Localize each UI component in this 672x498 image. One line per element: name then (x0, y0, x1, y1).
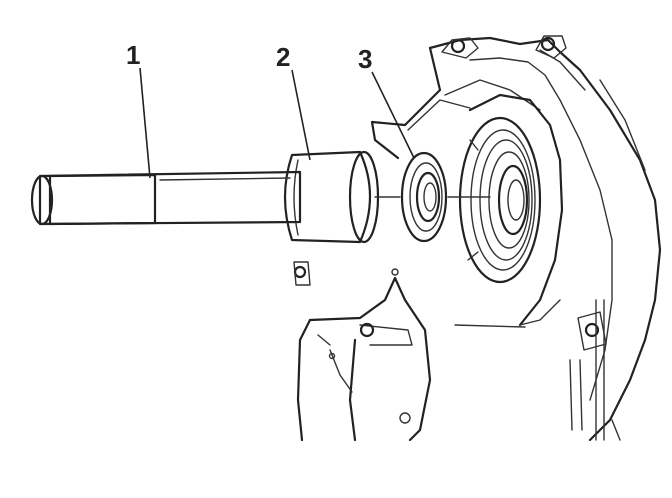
bolt-boss-lower-small (293, 265, 307, 279)
leader-line-2 (291, 69, 311, 161)
engine-block-lower (293, 261, 432, 442)
bolt-boss-top-left (450, 38, 466, 54)
leader-line-1 (139, 67, 151, 179)
bolt-boss-top-right (540, 36, 556, 52)
callout-1: 1 (126, 40, 140, 70)
leader-line-3 (371, 71, 415, 159)
cover-seal-bore (458, 116, 542, 284)
callout-3: 3 (358, 44, 372, 74)
seal-installer-handle (30, 170, 302, 226)
bolt-boss-lower-left (359, 322, 375, 338)
bolt-boss-right (584, 322, 600, 338)
callout-2: 2 (276, 42, 290, 72)
engine-front-cover (370, 35, 662, 442)
front-cover-oil-seal (400, 151, 448, 243)
